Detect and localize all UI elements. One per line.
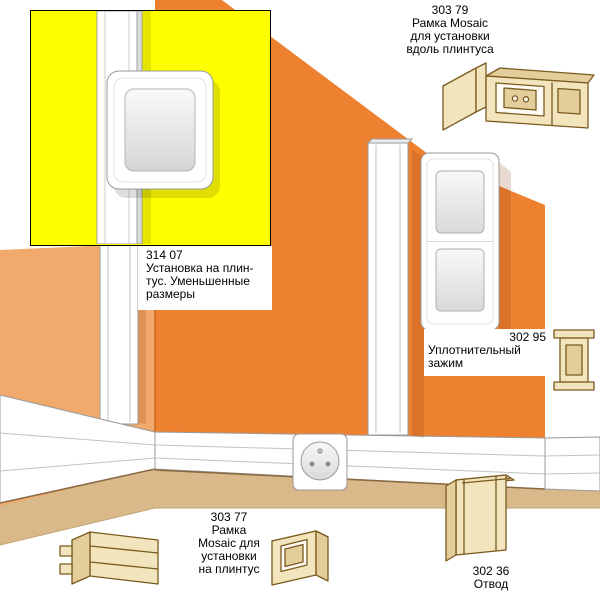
caption-line: тус. Уменьшенные — [146, 274, 250, 288]
caption-line: на плинтус — [198, 562, 260, 576]
illustration-30236 — [426, 464, 528, 571]
switch-rocker-bottom — [435, 248, 485, 312]
caption-line: установки — [201, 549, 257, 563]
caption-line: размеры — [146, 287, 195, 301]
inset-scene — [96, 10, 220, 245]
product-code: 302 36 — [472, 564, 510, 578]
illustration-30379 — [440, 52, 596, 139]
trunking-top-cap — [366, 138, 414, 144]
skirting-duct-cutaway — [544, 436, 600, 492]
caption-backing-30295 — [424, 329, 550, 376]
caption-backing-31407 — [138, 246, 272, 310]
caption-line: зажим — [428, 356, 464, 370]
caption-line: для установки — [410, 29, 490, 43]
product-code: 303 79 — [431, 3, 469, 17]
callout-31407: 314 07 Установка на плин- тус. Уменьшенн… — [146, 249, 272, 301]
socket-ground-pin — [317, 448, 323, 454]
illustration-30295 — [550, 327, 598, 398]
illustration-30377 — [262, 513, 344, 600]
illustration-endcap — [56, 520, 170, 600]
caption-line: Mosaic для — [198, 536, 260, 550]
switch-shadow — [499, 162, 511, 340]
callout-30377: 303 77 Рамка Mosaic для установки на пли… — [186, 511, 272, 576]
socket-hole-left — [309, 461, 315, 467]
switch-rocker-top — [435, 170, 485, 234]
inset-detail-box — [30, 10, 271, 246]
caption-line: Уплотнительный — [428, 343, 521, 357]
callout-30295: 302 95 Уплотнительный зажим — [428, 331, 546, 370]
double-switch — [420, 152, 511, 340]
callout-30379: 303 79 Рамка Mosaic для установки вдоль … — [392, 4, 508, 56]
product-code: 302 95 — [509, 330, 546, 344]
caption-line: вдоль плинтуса — [406, 42, 494, 56]
caption-line: Отвод — [473, 577, 509, 591]
socket-hole-right — [325, 461, 331, 467]
callout-30236: 302 36 Отвод — [452, 565, 530, 591]
caption-line: Рамка — [211, 523, 247, 537]
caption-line: Рамка Mosaic — [411, 16, 489, 30]
product-code: 303 77 — [210, 510, 248, 524]
skirting-duct-left-wall — [0, 394, 156, 504]
product-code: 314 07 — [146, 248, 183, 262]
socket-outlet — [292, 433, 348, 491]
vertical-trunking — [366, 138, 424, 438]
caption-line: Установка на плин- — [146, 261, 254, 275]
inset-switch-rocker — [124, 88, 196, 172]
